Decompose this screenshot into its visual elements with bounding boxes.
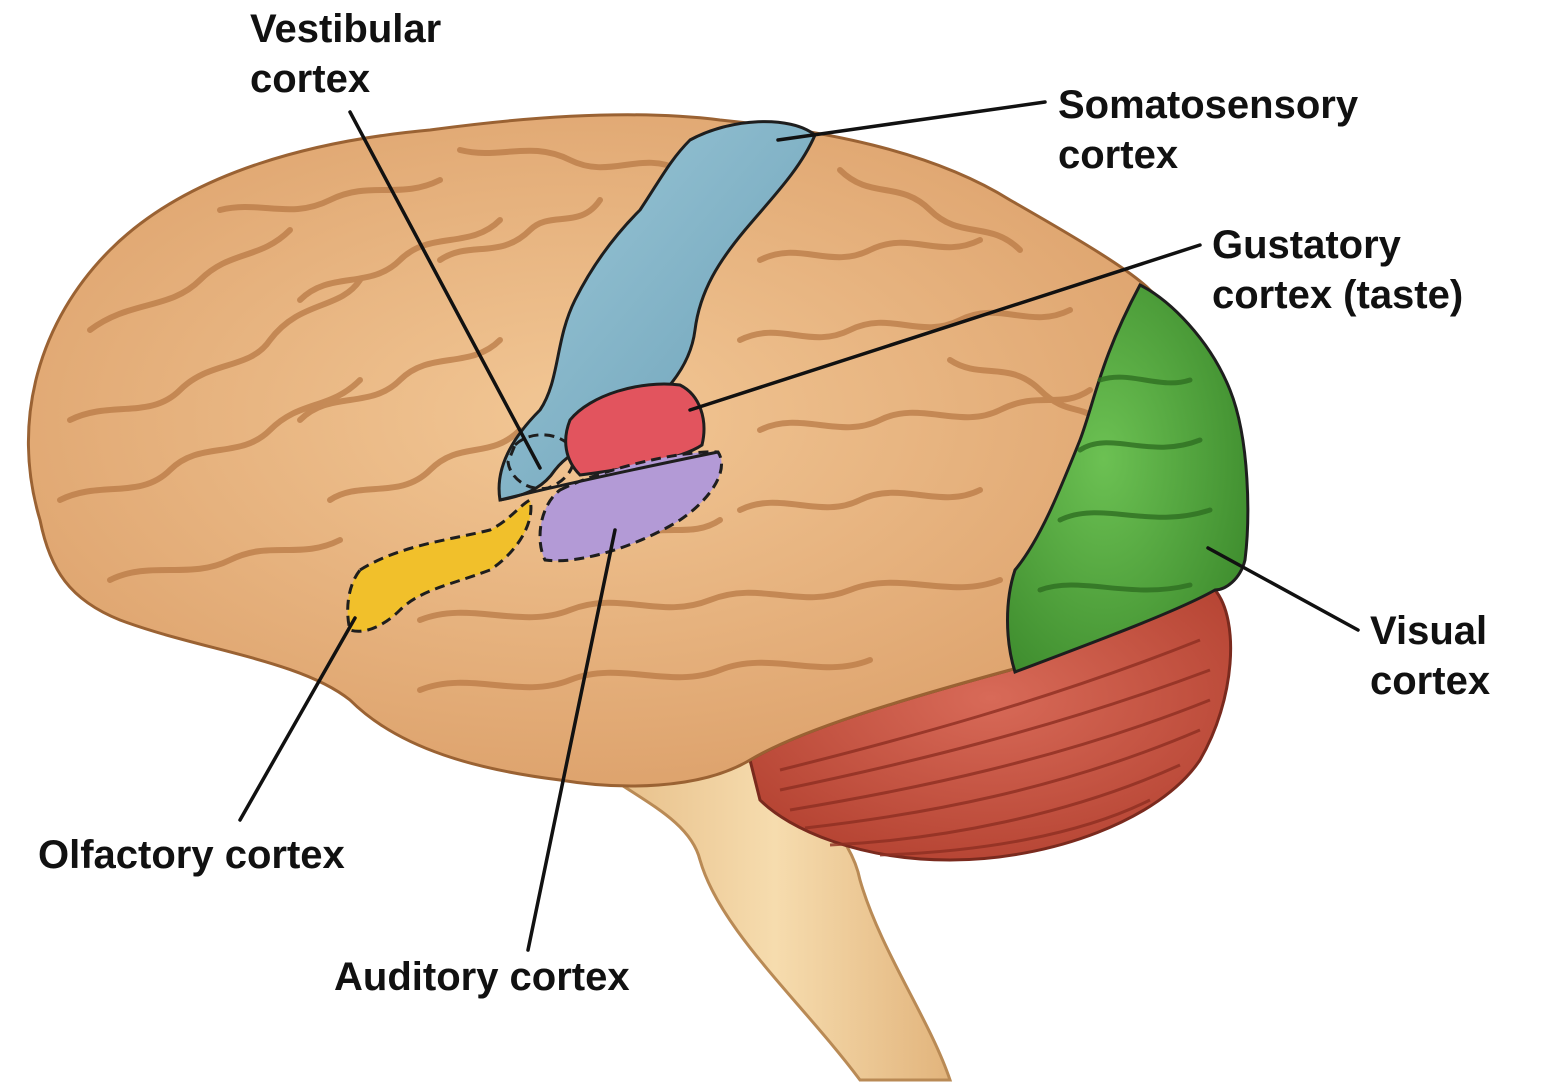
vestibular-region — [506, 433, 576, 491]
label-somatosensory-cortex: Somatosensory cortex — [1058, 80, 1358, 180]
label-line: cortex (taste) — [1212, 273, 1464, 317]
leader-lines — [238, 100, 1360, 952]
label-auditory-cortex: Auditory cortex — [334, 952, 630, 1002]
label-line: cortex — [250, 57, 371, 101]
cerebellum-folia — [779, 638, 1211, 857]
gyri-folds — [57, 147, 1103, 693]
auditory-region — [538, 450, 724, 563]
somatosensory-region — [497, 120, 817, 502]
label-line: Gustatory — [1212, 223, 1401, 267]
leader-visual — [1206, 546, 1360, 632]
label-olfactory-cortex: Olfactory cortex — [38, 830, 345, 880]
leader-gustatory — [688, 243, 1202, 412]
leader-vestibular — [348, 110, 542, 470]
leader-auditory — [526, 528, 617, 952]
label-line: Olfactory cortex — [38, 833, 345, 877]
lateral-sulcus — [499, 450, 719, 502]
leader-olfactory — [238, 616, 357, 822]
leader-somatosensory — [776, 100, 1047, 142]
label-line: Somatosensory — [1058, 83, 1359, 127]
label-line: cortex — [1370, 659, 1491, 703]
olfactory-region — [346, 497, 533, 633]
label-vestibular-cortex: Vestibular cortex — [250, 4, 441, 104]
label-line: Visual — [1370, 609, 1488, 653]
label-gustatory-cortex: Gustatory cortex (taste) — [1212, 220, 1463, 320]
label-line: cortex — [1058, 133, 1179, 177]
label-line: Vestibular — [250, 7, 442, 51]
visual-folds — [1037, 374, 1213, 593]
label-line: Auditory cortex — [334, 955, 630, 999]
label-visual-cortex: Visual cortex — [1370, 606, 1490, 706]
gustatory-region — [564, 382, 706, 477]
